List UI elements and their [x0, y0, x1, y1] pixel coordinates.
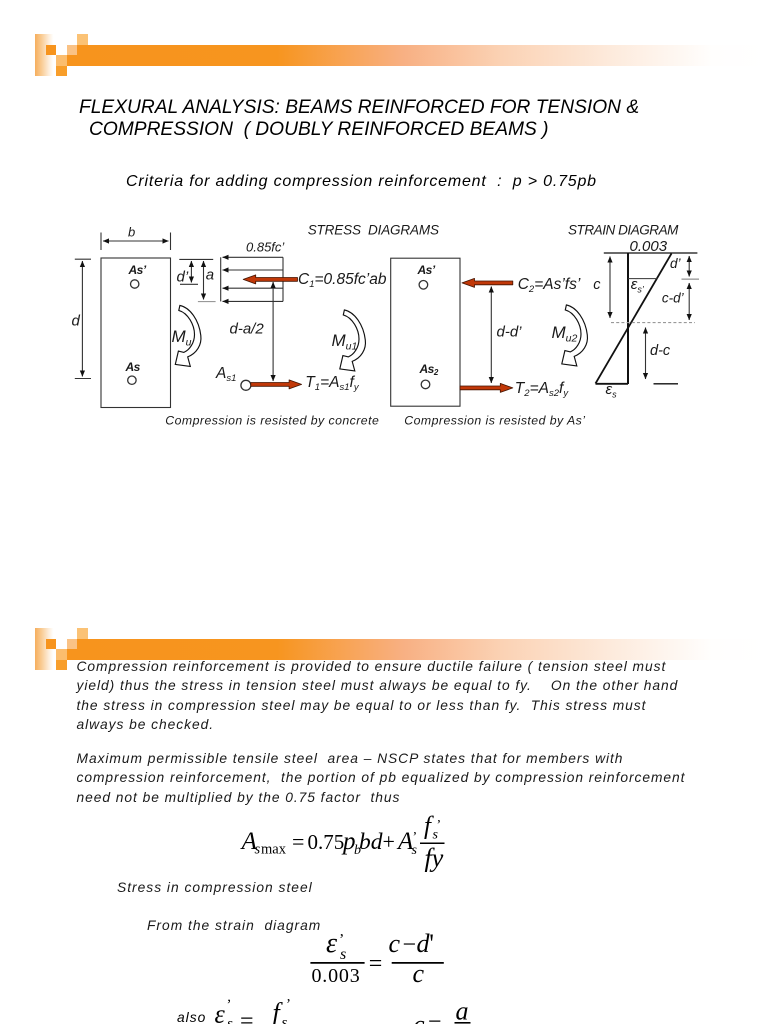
svg-text:As’: As’ — [128, 263, 147, 277]
svg-text:’: ’ — [286, 997, 291, 1013]
svg-text:’: ’ — [339, 932, 344, 949]
svg-text:A: A — [396, 828, 414, 855]
svg-text:a: a — [456, 997, 469, 1024]
svg-text:s: s — [282, 1015, 288, 1024]
svg-text:0.75: 0.75 — [308, 830, 345, 854]
svg-text:c: c — [593, 277, 601, 293]
svg-text:p: p — [341, 828, 356, 855]
svg-text:As2: As2 — [419, 362, 439, 377]
svg-text:c: c — [413, 1010, 425, 1024]
svg-text:C1=0.85fc’ab: C1=0.85fc’ab — [298, 271, 387, 290]
svg-text:c: c — [389, 929, 401, 958]
svg-text:d-c: d-c — [650, 343, 671, 359]
svg-text:STRESS DIAGRAMS: STRESS DIAGRAMS — [308, 223, 439, 238]
svg-text:0.003: 0.003 — [630, 238, 668, 255]
svg-text:STRAIN DIAGRAM: STRAIN DIAGRAM — [568, 223, 679, 238]
svg-text:Mu1: Mu1 — [332, 331, 358, 353]
svg-text:T2=As2fy: T2=As2fy — [515, 380, 570, 399]
svg-text:As: As — [125, 360, 141, 374]
svg-text:s: s — [433, 828, 439, 843]
svg-text:’: ’ — [413, 830, 418, 845]
svg-text:a: a — [206, 266, 214, 283]
svg-text:ε: ε — [326, 928, 337, 959]
svg-text:d: d — [72, 313, 81, 330]
svg-text:s: s — [255, 842, 261, 858]
svg-text:T1=As1fy: T1=As1fy — [305, 374, 360, 393]
svg-text:0.003: 0.003 — [312, 965, 361, 987]
svg-text:f: f — [273, 998, 284, 1024]
svg-text:also: also — [177, 1010, 206, 1024]
svg-text:’: ’ — [227, 997, 232, 1013]
svg-text:f: f — [424, 813, 434, 840]
svg-text:max: max — [261, 842, 287, 858]
svg-text:c-d’: c-d’ — [662, 290, 685, 305]
svg-text:−: − — [403, 932, 417, 958]
svg-text:=: = — [292, 829, 304, 854]
svg-text:ε: ε — [215, 1000, 226, 1024]
svg-text:b: b — [128, 224, 135, 239]
svg-text:bd: bd — [359, 829, 383, 855]
svg-text:s: s — [340, 946, 346, 963]
svg-text:As1: As1 — [215, 365, 236, 384]
svg-text:d-d’: d-d’ — [497, 324, 523, 341]
svg-text:A: A — [240, 828, 258, 855]
svg-text:Compression is resisted by As’: Compression is resisted by As’ — [404, 414, 585, 428]
svg-text:Compression is resisted by con: Compression is resisted by concrete — [165, 414, 379, 428]
svg-text:c: c — [413, 959, 425, 988]
svg-text:C2=As’fs’: C2=As’fs’ — [518, 276, 581, 295]
svg-text:s: s — [412, 843, 418, 858]
svg-text:': ' — [429, 929, 434, 958]
svg-text:d’: d’ — [670, 256, 682, 271]
svg-text:0.85fc’: 0.85fc’ — [246, 239, 285, 254]
svg-text:fy: fy — [425, 844, 444, 873]
svg-text:Mu2: Mu2 — [552, 323, 578, 345]
svg-text:d: d — [417, 929, 431, 958]
svg-text:s: s — [227, 1016, 233, 1024]
svg-text:As’: As’ — [417, 263, 436, 277]
svg-text:+: + — [383, 829, 395, 854]
svg-text:b: b — [354, 843, 361, 858]
svg-text:Mu: Mu — [172, 327, 192, 349]
svg-text:d’: d’ — [177, 269, 189, 286]
svg-text:=: = — [369, 951, 383, 977]
svg-text:=: = — [240, 1009, 254, 1024]
svg-text:’: ’ — [437, 818, 442, 833]
svg-text:d-a/2: d-a/2 — [230, 321, 265, 338]
svg-text:=: = — [428, 1012, 442, 1024]
svg-text:εs: εs — [606, 381, 618, 400]
